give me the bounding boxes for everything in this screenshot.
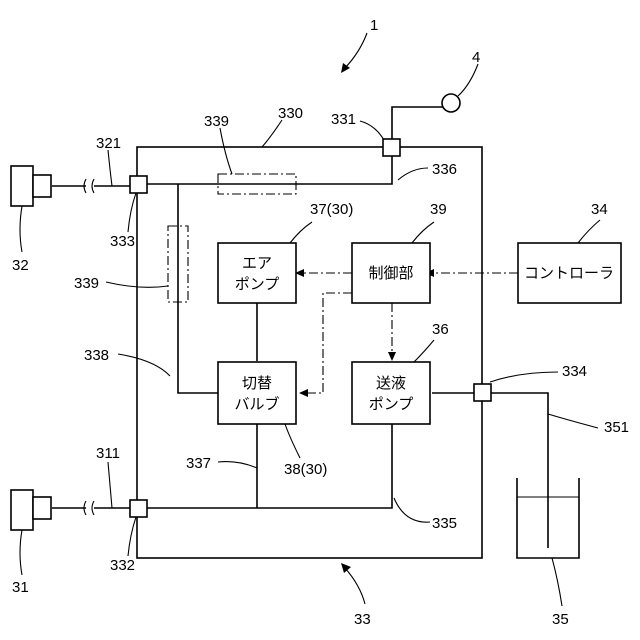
leader-39: [412, 222, 434, 243]
leader-339-top: [220, 128, 232, 174]
leader-33: [345, 568, 365, 604]
label-333: 333: [110, 233, 135, 250]
feed-pump-label-1: 送液: [376, 374, 406, 392]
leader-35: [552, 558, 562, 606]
controller-box: コントローラ: [518, 243, 621, 303]
leader-333: [128, 193, 136, 232]
label-339-left: 339: [74, 275, 99, 292]
label-339-top: 339: [204, 113, 229, 130]
air-pump-label-1: エア: [242, 254, 272, 272]
label-332: 332: [110, 557, 135, 574]
leader-32: [20, 206, 22, 252]
control-unit-label: 制御部: [368, 264, 413, 282]
port-332: [130, 500, 147, 517]
drain-line: [490, 393, 548, 548]
leader-31: [20, 530, 22, 575]
air-pump-label-2: ポンプ: [235, 275, 280, 293]
device-left-bottom: [11, 490, 51, 530]
arrow-to-valve: [299, 389, 308, 397]
label-337: 337: [186, 455, 211, 472]
gauge-circle: [442, 94, 460, 112]
leader-334: [490, 372, 558, 382]
port-331: [383, 139, 400, 156]
device-left-top: [11, 166, 51, 206]
label-33: 33: [354, 611, 371, 628]
label-4: 4: [472, 49, 480, 66]
leader-330: [262, 120, 282, 147]
switch-valve-box: 切替 バルブ: [218, 362, 296, 424]
label-338: 338: [84, 347, 109, 364]
air-pump-box: エア ポンプ: [218, 243, 296, 303]
label-336: 336: [432, 161, 457, 178]
leader-38: [285, 424, 300, 458]
switch-valve-label-2: バルブ: [234, 395, 279, 413]
leader-321: [108, 150, 112, 186]
label-311: 311: [96, 445, 120, 462]
label-36: 36: [432, 321, 449, 338]
control-unit-box: 制御部: [352, 243, 430, 303]
port-334: [474, 384, 491, 401]
leader-34: [578, 220, 600, 243]
label-38: 38(30): [284, 461, 327, 478]
label-330: 330: [278, 105, 303, 122]
gauge-line: [392, 107, 443, 139]
label-system: 1: [370, 17, 378, 34]
leader-338: [118, 354, 170, 376]
controller-label: コントローラ: [524, 264, 614, 282]
leader-36: [414, 340, 434, 362]
label-35: 35: [552, 611, 569, 628]
top-flow-line: [147, 155, 392, 184]
signal-control-to-valve: [305, 293, 352, 393]
arrow-to-feedpump: [388, 352, 396, 361]
label-321: 321: [96, 135, 121, 152]
feed-pump-label-2: ポンプ: [369, 395, 414, 413]
leader-336: [398, 168, 428, 180]
label-39: 39: [430, 201, 447, 218]
bottom-flow-line: [147, 421, 392, 508]
port-333: [130, 176, 147, 193]
leader-351: [548, 414, 598, 428]
arrow-33: [341, 563, 351, 573]
switch-valve-label-1: 切替: [242, 374, 272, 392]
label-31: 31: [12, 579, 29, 596]
label-34: 34: [591, 201, 608, 218]
leader-311: [108, 462, 112, 508]
leader-4: [458, 64, 478, 96]
leader-337: [218, 462, 257, 468]
label-335: 335: [432, 515, 457, 532]
leader-331: [360, 121, 384, 140]
leader-37: [290, 222, 312, 243]
leader-1: [345, 33, 367, 68]
label-32: 32: [12, 257, 29, 274]
label-334: 334: [562, 363, 587, 380]
leader-335: [394, 498, 430, 522]
label-351: 351: [604, 419, 629, 436]
label-331: 331: [331, 111, 356, 128]
feed-pump-box: 送液 ポンプ: [352, 362, 430, 424]
leader-332: [128, 517, 136, 556]
left-flow-line: [178, 184, 218, 393]
label-37: 37(30): [310, 201, 353, 218]
